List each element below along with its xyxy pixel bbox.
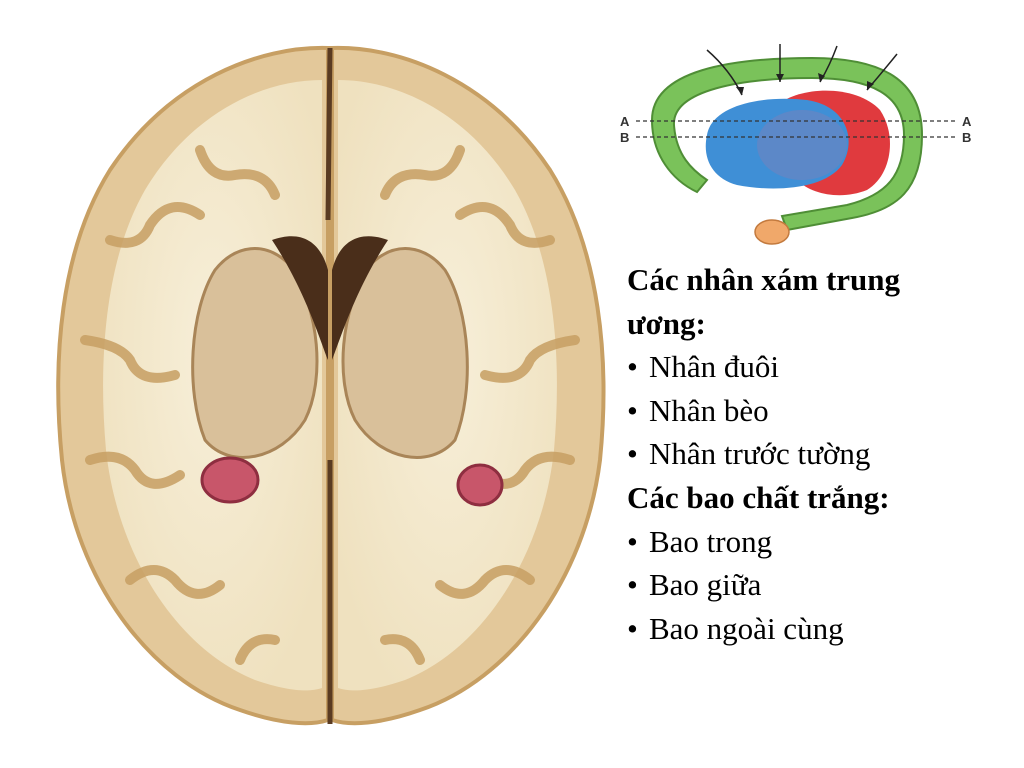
caudate-nucleus [650,56,924,232]
brain-axial-section-illustration [56,45,606,726]
left-hippocampus [200,456,260,504]
section-label-a-right: A [962,114,972,129]
section-label-b-right: B [962,130,971,145]
bullet-dot: • [627,610,638,646]
gray-nucleus-label: Nhân bèo [649,392,769,428]
gray-nucleus-item: • Nhân bèo [627,389,967,433]
bullet-dot: • [627,436,638,472]
right-hippocampus [456,463,504,507]
white-capsule-item: • Bao ngoài cùng [627,607,967,651]
white-capsule-label: Bao giữa [649,567,762,603]
white-capsules-heading: Các bao chất trắng: [627,479,890,515]
section-label-b-left: B [620,130,629,145]
amygdala [754,219,790,245]
gray-nucleus-item: • Nhân trước tường [627,432,967,476]
white-capsule-item: • Bao trong [627,520,967,564]
lateral-ventricles [272,236,388,360]
structures-legend: Các nhân xám trung ương: • Nhân đuôi • Nhâ… [627,258,967,650]
section-label-a-left: A [620,114,630,129]
basal-nuclei-schematic: A B A B [620,44,972,245]
bullet-dot: • [627,523,638,559]
right-basal-ganglia [341,247,469,459]
white-capsule-label: Bao ngoài cùng [649,610,844,646]
white-capsule-label: Bao trong [649,523,773,559]
gray-nucleus-label: Nhân trước tường [649,436,871,472]
lentiform-overlap [757,110,847,180]
gray-nucleus-item: • Nhân đuôi [627,345,967,389]
bullet-dot: • [627,567,638,603]
gray-nuclei-heading: Các nhân xám trung ương: [627,262,901,341]
longitudinal-fissure [325,47,333,724]
bullet-dot: • [627,392,638,428]
gray-nucleus-label: Nhân đuôi [649,349,780,385]
bullet-dot: • [627,349,638,385]
white-capsule-item: • Bao giữa [627,563,967,607]
left-basal-ganglia [191,247,319,459]
